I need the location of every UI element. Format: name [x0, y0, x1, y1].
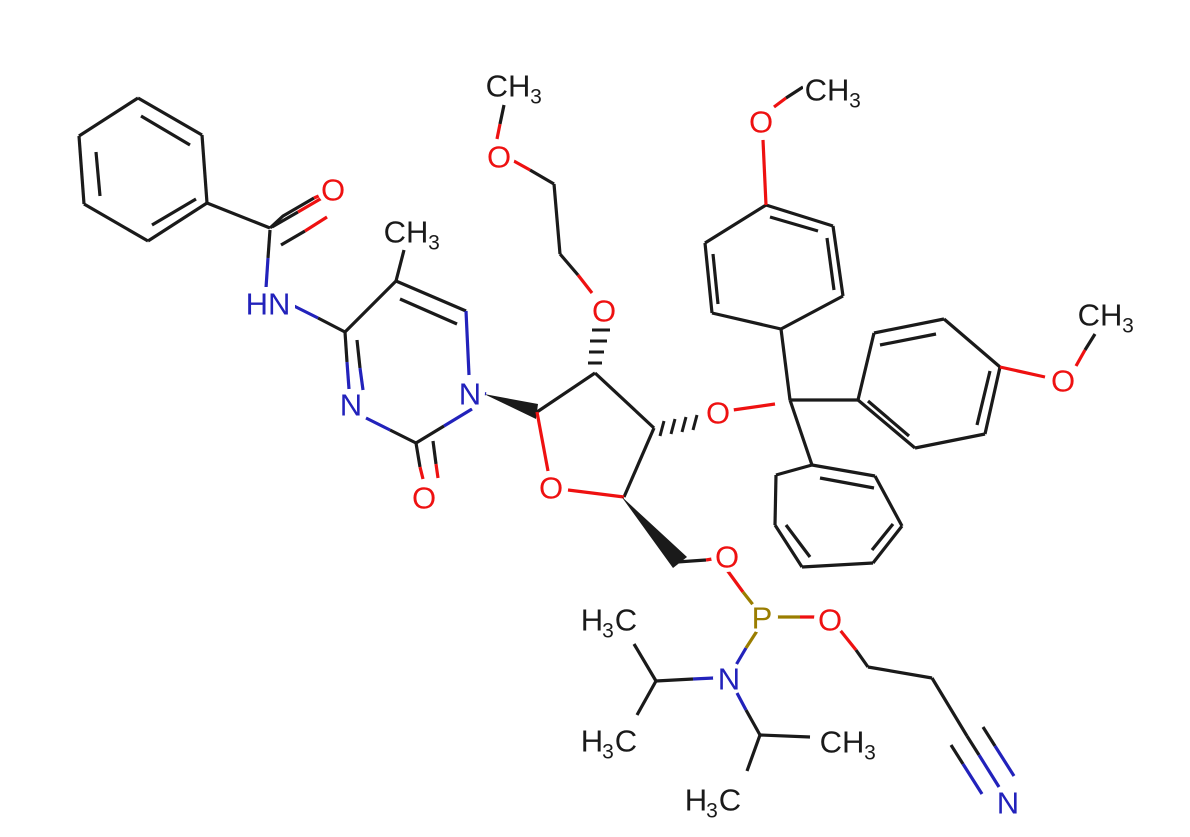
moe-ether-oxygen-label: O: [483, 140, 515, 175]
atom-label-text: O: [539, 471, 563, 506]
diisopropyl-group-2: [745, 733, 811, 772]
phosphorus-label: P: [746, 601, 778, 636]
nitrile-nitrogen-label: N: [992, 786, 1024, 821]
atom-label-text: CH: [820, 725, 865, 760]
atom-label-text: O: [487, 140, 511, 175]
cyanoethyl-group: [838, 629, 1016, 795]
atom-label-text: O: [412, 481, 436, 516]
atom-label-text: H: [581, 724, 603, 759]
atom-label-text: H: [581, 603, 603, 638]
atom-label-text: O: [1051, 364, 1075, 399]
atom-label-subscript: 3: [706, 800, 718, 823]
ring-n3-label: N: [336, 388, 366, 423]
phosphite-oxygen-label: O: [814, 603, 846, 638]
ipr1-upper-methyl-label: H 3 C: [576, 603, 640, 643]
atom-label-subscript: 3: [849, 90, 861, 113]
benzamide-linkage: [206, 193, 346, 334]
atom-label-text: CH: [805, 73, 850, 108]
atom-label-text: CH: [384, 215, 429, 250]
moe-terminal-methyl-label: CH 3: [484, 69, 546, 109]
atom-label-text: C: [719, 783, 741, 818]
atom-label-text: N: [459, 377, 481, 412]
benzoyl-phenyl-ring: [77, 96, 209, 243]
atom-label-text: O: [715, 540, 739, 575]
ring-n1-label: N: [455, 377, 485, 412]
atom-label-text: O: [749, 105, 773, 140]
phosphoramidite-core: [655, 569, 818, 736]
ipr2-lower-methyl-label: H 3 C: [680, 783, 744, 823]
c5prime-to-o-bond: [676, 558, 707, 564]
atom-label-subscript: 3: [428, 232, 440, 255]
atom-label-text: C: [615, 724, 637, 759]
two-prime-oxygen-label: O: [588, 294, 620, 329]
atom-label-text: CH: [1078, 298, 1123, 333]
atom-label-text: HN: [246, 287, 291, 322]
atom-label-text: N: [997, 786, 1019, 821]
dmt-ring-a-methyl-label: CH 3: [803, 73, 865, 113]
pyrimidine-base-ring: [343, 249, 473, 480]
atom-label-subscript: 3: [864, 742, 876, 765]
atom-label-subscript: 3: [602, 620, 614, 643]
ipr1-lower-methyl-label: H 3 C: [576, 724, 640, 764]
atom-label-subscript: 3: [602, 741, 614, 764]
atom-label-text: H: [685, 783, 707, 818]
amide-hn-label: HN: [243, 287, 295, 322]
base-methyl-label: CH 3: [382, 215, 444, 255]
atom-label-text: C: [615, 603, 637, 638]
furanose-ring: [535, 371, 656, 499]
diisopropyl-group-1: [632, 643, 658, 716]
base-c2-oxygen-label: O: [408, 481, 440, 516]
five-prime-oxygen-label: O: [711, 540, 743, 575]
atom-label-subscript: 3: [530, 86, 542, 109]
atom-label-text: O: [706, 396, 730, 431]
atom-label-subscript: 3: [1122, 315, 1134, 338]
moe-chain: [495, 104, 594, 294]
atom-label-text: O: [592, 294, 616, 329]
furanose-ring-oxygen-label: O: [535, 471, 567, 506]
atom-label-text: N: [718, 662, 740, 697]
moe-hashed-wedge: [588, 328, 610, 365]
dmt-ring-b-methyl-label: CH 3: [1076, 298, 1138, 338]
atom-label-text: P: [752, 601, 773, 636]
atom-label-text: CH: [486, 69, 531, 104]
dmt-ether-bond: [732, 402, 776, 412]
atom-label-text: O: [818, 603, 842, 638]
dmt-ring-a-methoxy-oxygen-label: O: [745, 105, 777, 140]
benzoyl-carbonyl-oxygen-label: O: [317, 173, 349, 208]
five-prime-wedge: [621, 496, 687, 568]
atom-label-text: N: [340, 388, 362, 423]
three-prime-oxygen-label: O: [702, 396, 734, 431]
dmt-ring-b: [856, 317, 1097, 450]
dmt-central-carbon-bonds: [779, 328, 858, 466]
dmt-ring-c: [773, 463, 904, 569]
dmt-ring-b-methoxy-oxygen-label: O: [1047, 364, 1079, 399]
dmt-ring-a: [703, 85, 845, 331]
atom-label-text: O: [321, 173, 345, 208]
dmt-oxygen-hashed-wedge: [658, 414, 699, 437]
ipr2-right-methyl-label: CH 3: [818, 725, 880, 765]
amidite-nitrogen-label: N: [713, 662, 745, 697]
